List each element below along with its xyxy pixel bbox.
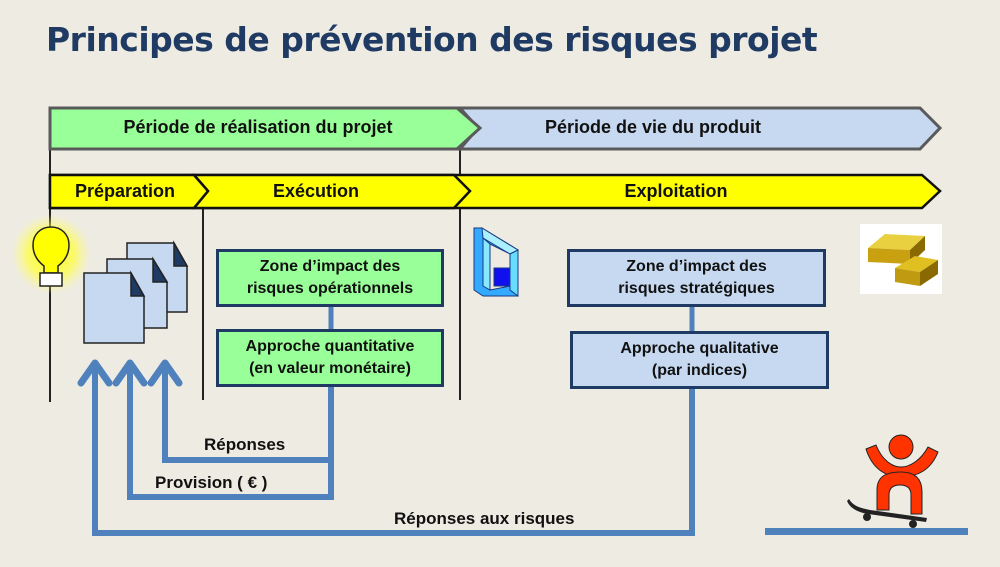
provision-feedback-line — [127, 367, 334, 500]
qualitative-approach-line1: Approche qualitative — [620, 340, 779, 357]
qualitative-approach-box: Approche qualitative (par indices) — [570, 331, 829, 389]
risk-responses-label: Réponses aux risques — [394, 509, 575, 528]
documents-icon — [83, 240, 189, 344]
strategic-zone-line2: risques stratégiques — [618, 280, 775, 297]
strategic-risk-zone-box: Zone d’impact des risques stratégiques — [567, 249, 826, 307]
strategic-zone-line1: Zone d’impact des — [626, 258, 767, 275]
page-title: Principes de prévention des risques proj… — [46, 20, 818, 59]
impossible-shape-icon — [473, 227, 520, 297]
arrowhead-responses — [147, 359, 183, 387]
arrowhead-risk-responses — [77, 359, 113, 387]
risk-responses-feedback-line — [92, 367, 695, 536]
gold-bars-icon — [860, 224, 942, 294]
quantitative-approach-line2: (en valeur monétaire) — [249, 360, 411, 377]
operational-zone-line2: risques opérationnels — [246, 280, 414, 297]
phase-preparation-label: Préparation — [74, 181, 176, 201]
provision-label: Provision ( € ) — [155, 473, 268, 492]
qualitative-approach-line2: (par indices) — [651, 362, 748, 379]
period-project-label: Période de réalisation du projet — [123, 117, 393, 137]
phase-exploitation-label: Exploitation — [624, 181, 728, 201]
quantitative-approach-box: Approche quantitative (en valeur monétai… — [216, 329, 444, 387]
phase-execution-label: Exécution — [272, 181, 360, 201]
operational-risk-zone-box: Zone d’impact des risques opérationnels — [216, 249, 444, 307]
period-project-arrow — [48, 106, 483, 151]
skateboarder-icon — [847, 434, 939, 528]
quantitative-approach-line1: Approche quantitative — [245, 338, 415, 355]
operational-zone-line1: Zone d’impact des — [259, 258, 401, 275]
arrowhead-provision — [112, 359, 148, 387]
responses-label: Réponses — [204, 435, 286, 454]
period-product-label: Période de vie du produit — [544, 117, 762, 137]
ground-line — [765, 528, 968, 535]
responses-feedback-line — [162, 367, 334, 463]
phase-preparation-arrow — [48, 173, 210, 210]
lightbulb-icon — [11, 214, 91, 294]
